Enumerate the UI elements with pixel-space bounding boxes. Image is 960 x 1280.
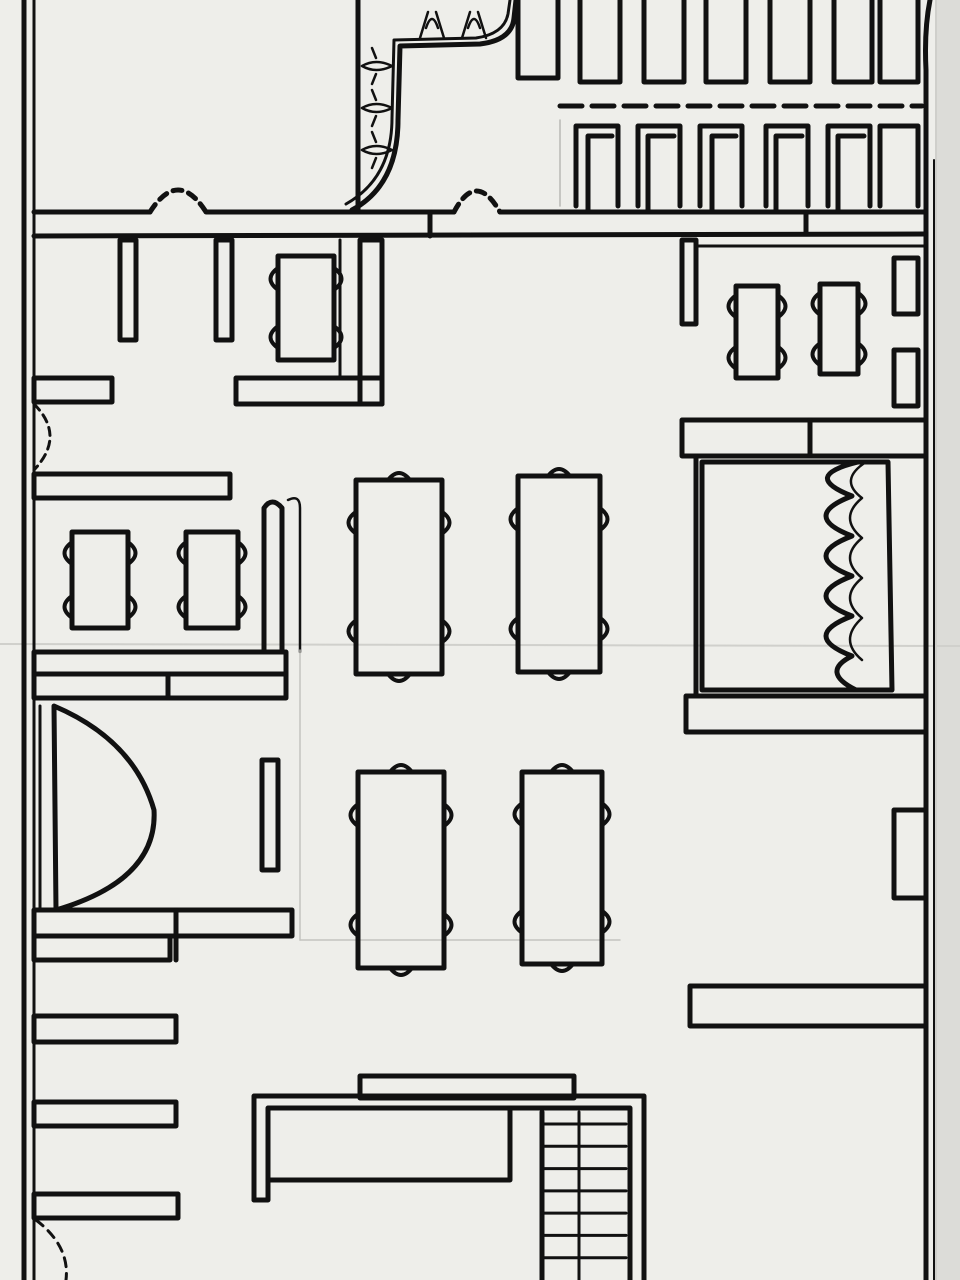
chair — [348, 802, 360, 829]
chair — [549, 962, 575, 973]
chair — [600, 801, 612, 828]
chair — [236, 540, 248, 567]
curved-booth-lower-left — [51, 703, 157, 913]
chair — [346, 509, 358, 536]
chair — [810, 341, 822, 368]
chair — [726, 344, 738, 371]
room-counter-seating-area — [515, 0, 925, 213]
table-top — [353, 477, 445, 677]
six-seat-table-3 — [348, 763, 454, 977]
chair — [388, 763, 414, 774]
chair — [332, 265, 344, 292]
door-swing-bottom-left — [34, 1218, 68, 1280]
chair — [386, 672, 412, 683]
six-seat-table-1 — [346, 471, 452, 683]
four-seat-table-1 — [268, 253, 344, 363]
four-seat-table-5 — [810, 281, 868, 377]
chair — [726, 293, 738, 320]
chair — [348, 911, 360, 938]
room-lower-left-corridor — [31, 703, 929, 1280]
chair — [512, 908, 524, 935]
six-seat-table-4 — [512, 763, 612, 973]
chair — [176, 540, 188, 567]
table-top — [515, 473, 603, 675]
chair — [546, 467, 572, 478]
bar-stools — [360, 10, 488, 170]
chair — [442, 802, 454, 829]
chair — [810, 290, 822, 317]
chair — [440, 509, 452, 536]
room-bar-area — [344, 0, 519, 213]
chair — [176, 593, 188, 620]
chair — [508, 615, 520, 642]
chair — [62, 540, 74, 567]
paper-shadow — [936, 0, 960, 1280]
doorway-arcs-top — [147, 187, 503, 215]
chair — [856, 290, 868, 317]
paper-fold-line — [0, 643, 960, 647]
chair — [776, 344, 788, 371]
room-left-booth-room — [31, 375, 302, 701]
chair — [62, 593, 74, 620]
room-right-storage-room — [679, 417, 929, 901]
chair — [388, 966, 414, 977]
table-top — [733, 283, 781, 381]
chair — [386, 471, 412, 482]
table-top — [275, 253, 337, 363]
room-staircase — [539, 1109, 628, 1280]
chair — [236, 593, 248, 620]
storage-curtain — [823, 459, 861, 693]
chair — [268, 265, 280, 292]
tables-layer — [62, 253, 868, 977]
table-top — [817, 281, 861, 377]
table-top — [519, 769, 605, 967]
chair — [346, 618, 358, 645]
chair — [126, 593, 138, 620]
chair — [512, 801, 524, 828]
chair — [332, 324, 344, 351]
room-kitchen-block — [251, 1073, 647, 1280]
four-seat-table-4 — [726, 283, 788, 381]
four-seat-table-2 — [62, 529, 138, 631]
chair — [546, 670, 572, 681]
table-top — [183, 529, 241, 631]
room-main-dining-hall — [259, 649, 621, 941]
room-corner-dining-area — [679, 237, 928, 409]
chair — [600, 908, 612, 935]
chair — [549, 763, 575, 774]
chair — [856, 341, 868, 368]
six-seat-table-2 — [508, 467, 610, 681]
chair — [598, 615, 610, 642]
chair — [508, 506, 520, 533]
chair — [268, 324, 280, 351]
chair — [598, 506, 610, 533]
four-seat-table-3 — [176, 529, 248, 631]
chair — [440, 618, 452, 645]
interior-wall-top — [31, 209, 929, 239]
door-swing-left — [32, 402, 52, 472]
table-top — [69, 529, 131, 631]
chair — [442, 911, 454, 938]
room-private-dining-room — [117, 237, 385, 407]
table-top — [355, 769, 447, 971]
chair — [776, 293, 788, 320]
chair — [126, 540, 138, 567]
